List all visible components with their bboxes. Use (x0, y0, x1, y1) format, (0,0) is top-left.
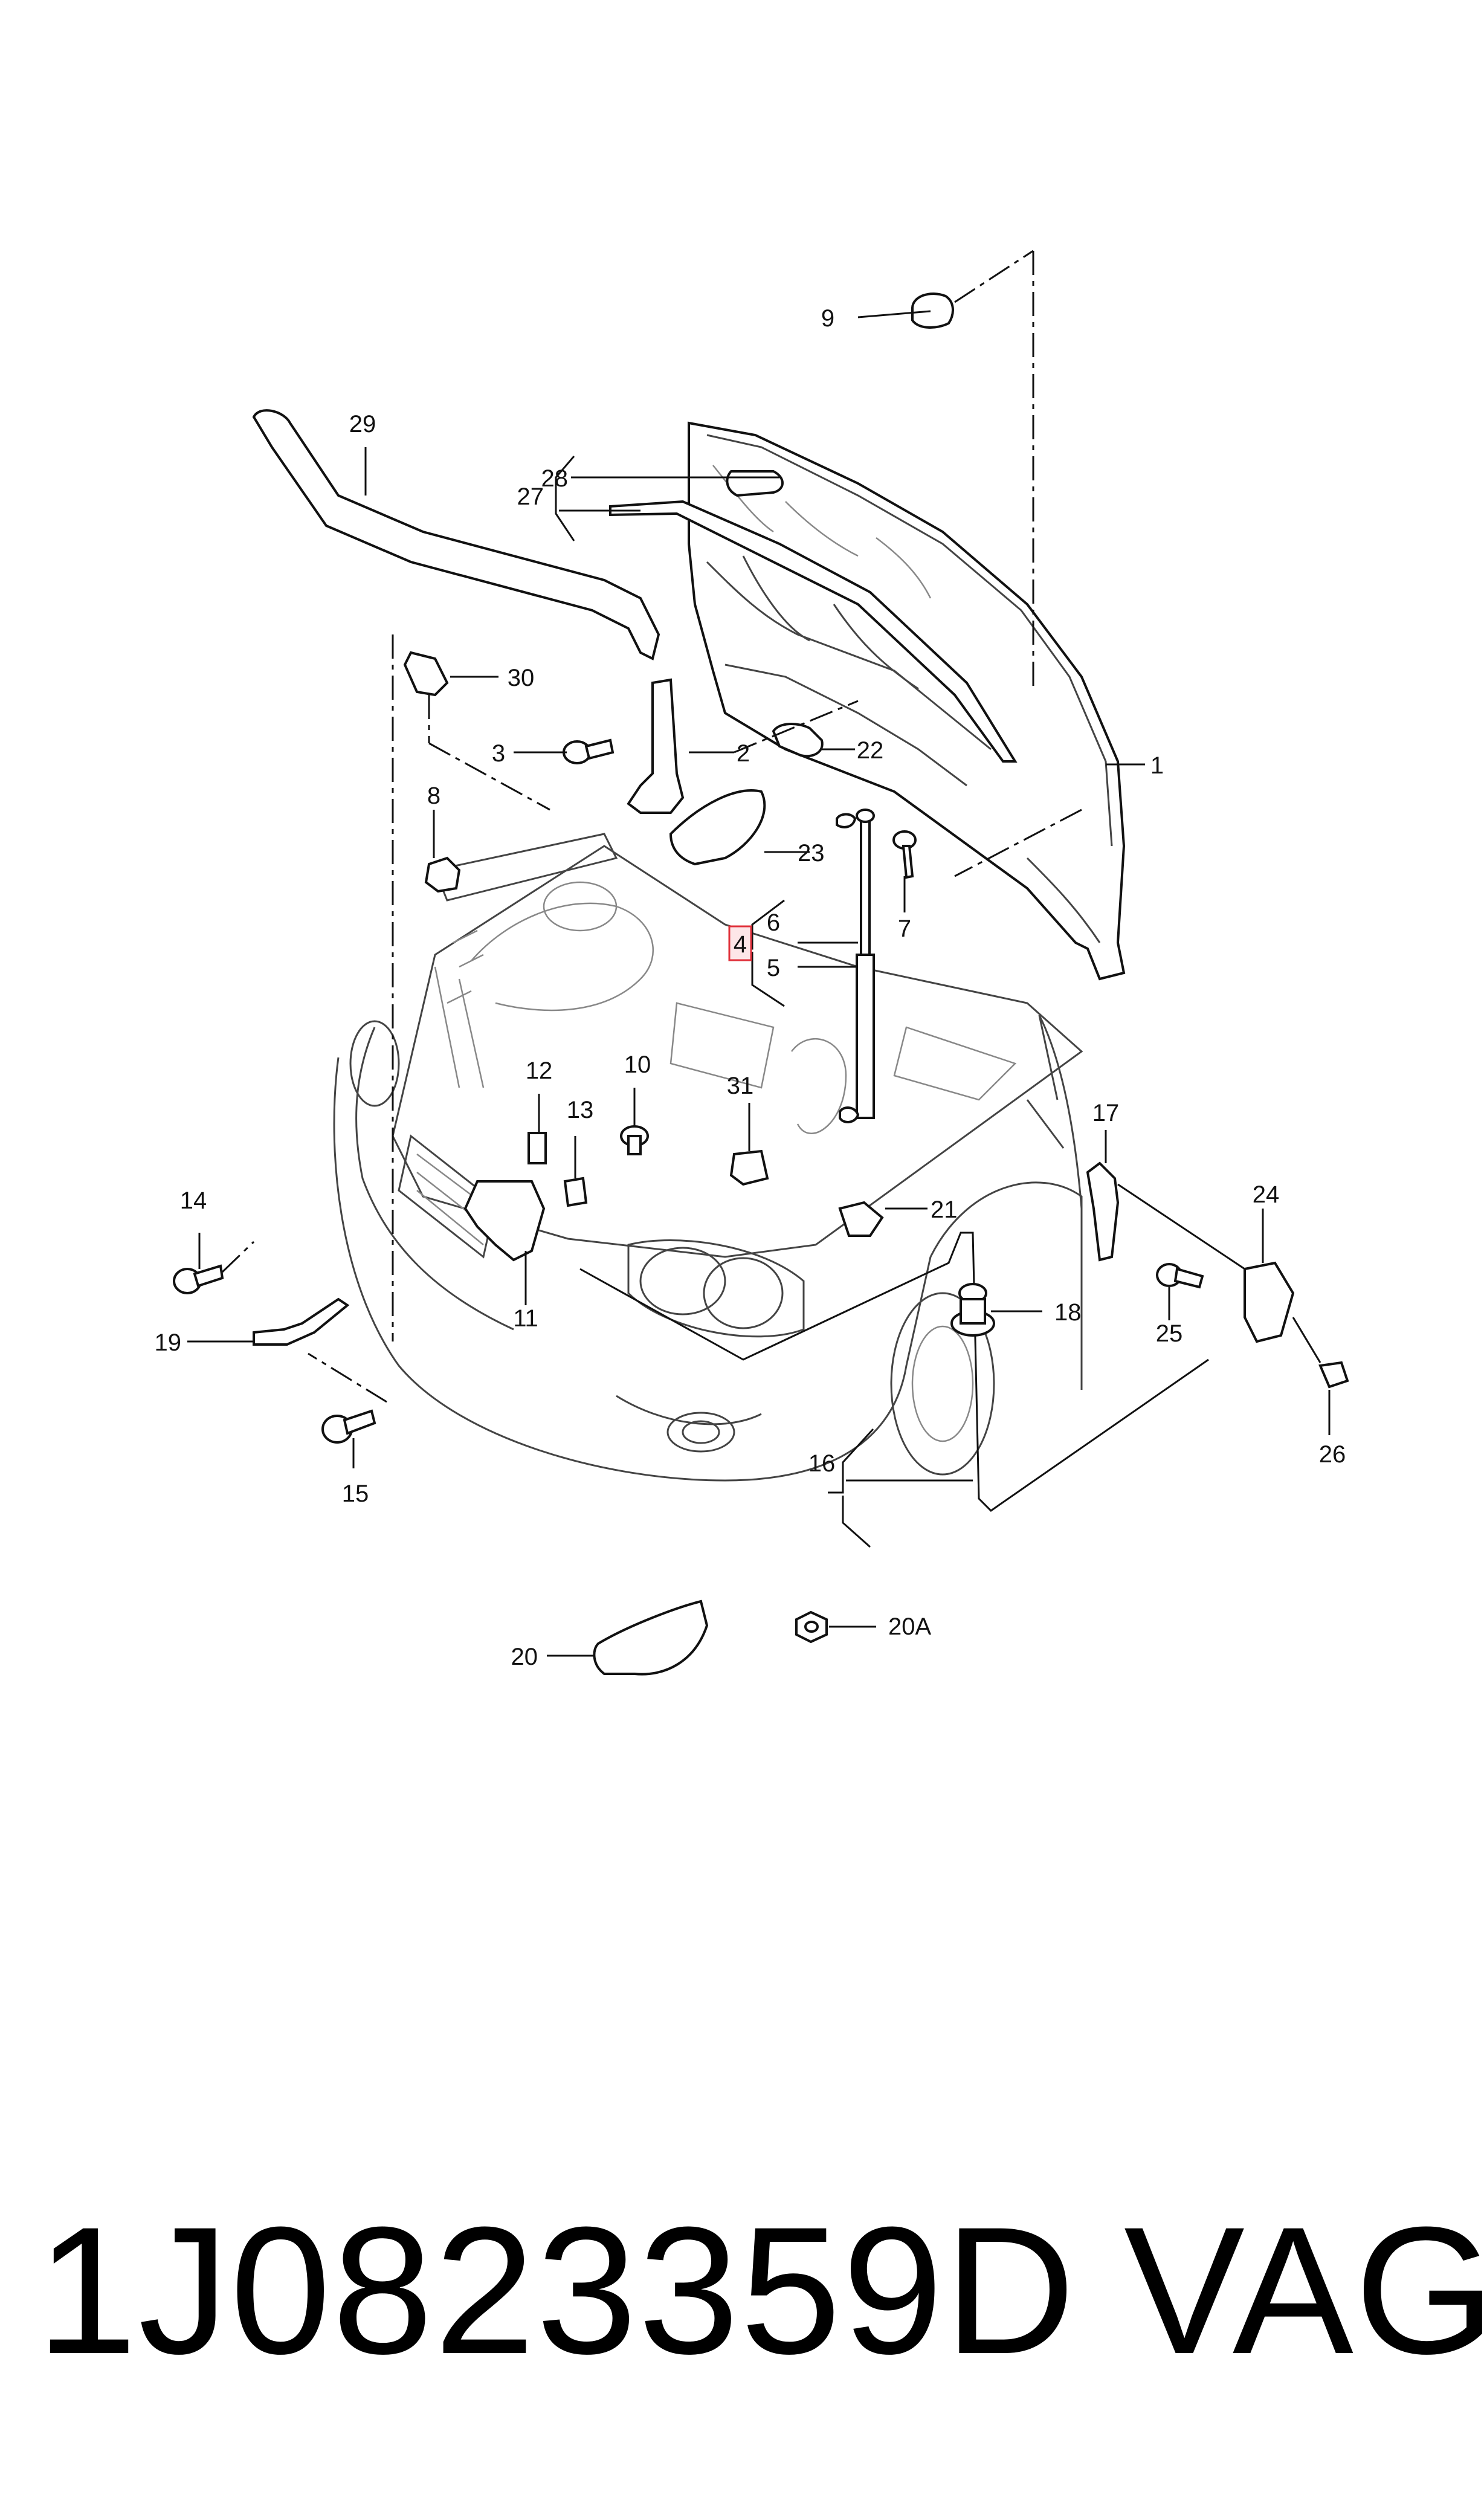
callout-24: 24 (1253, 1181, 1280, 1208)
clip-nut-26 (1318, 1361, 1349, 1389)
clip-13 (563, 1177, 588, 1207)
callout-14: 14 (180, 1187, 207, 1214)
clip-21 (838, 1201, 884, 1237)
seal-29 (252, 409, 660, 660)
callout-20: 20 (511, 1644, 538, 1670)
callout-15: 15 (342, 1480, 369, 1507)
callout-22: 22 (857, 737, 884, 764)
callout-2: 2 (737, 740, 750, 767)
callout-23: 23 (798, 840, 825, 867)
callout-16: 16 (808, 1450, 836, 1477)
plug-10 (620, 1125, 649, 1155)
bracket-17 (1086, 1161, 1120, 1262)
callout-28: 28 (541, 465, 569, 492)
callout-1: 1 (1150, 752, 1164, 779)
hinge-2 (627, 678, 685, 814)
callout-12: 12 (526, 1057, 553, 1084)
callout-4-highlight: 4 (728, 925, 752, 961)
gas-strut-4 (836, 809, 875, 1123)
callout-30: 30 (508, 665, 535, 691)
car-body-illustration (333, 833, 1083, 1482)
grommet-18 (950, 1283, 995, 1337)
callout-20A: 20A (888, 1613, 931, 1640)
hood-part (688, 421, 1126, 981)
shield-20 (593, 1600, 709, 1676)
brand-text: VAG (1124, 2189, 1484, 2392)
release-handle-19 (253, 1297, 350, 1346)
lock-11 (463, 1180, 546, 1262)
callout-31: 31 (727, 1073, 754, 1099)
buffer-22 (772, 723, 824, 758)
clip-28 (726, 470, 784, 497)
callout-21: 21 (931, 1196, 958, 1223)
bracket-24 (1244, 1261, 1295, 1343)
callout-13: 13 (567, 1097, 594, 1123)
callout-8: 8 (427, 783, 440, 809)
shield-23 (669, 789, 766, 866)
callout-10: 10 (624, 1051, 651, 1078)
clip-12 (527, 1132, 547, 1164)
leader-lines (187, 250, 1331, 1657)
callout-3: 3 (492, 740, 505, 767)
callout-11: 11 (513, 1305, 538, 1332)
callout-5: 5 (767, 955, 780, 981)
callout-9: 9 (821, 305, 834, 332)
callout-7: 7 (898, 915, 911, 942)
callout-27: 27 (517, 483, 544, 510)
callout-6: 6 (767, 909, 780, 936)
callout-4: 4 (734, 931, 747, 958)
bolt-15 (321, 1409, 376, 1444)
release-cable-16 (579, 1232, 1209, 1512)
bolt-3 (563, 738, 615, 764)
nut-20A (795, 1610, 828, 1644)
bolt-14 (173, 1264, 224, 1294)
bolt-25 (1156, 1263, 1204, 1289)
callout-19: 19 (155, 1329, 182, 1356)
callout-17: 17 (1092, 1100, 1120, 1126)
part-number-text: 1J0823359D (36, 2189, 1077, 2392)
callout-labels: 9 1 28 27 29 30 3 2 22 8 23 6 4 5 7 12 1… (155, 305, 1346, 1670)
callout-18: 18 (1054, 1299, 1082, 1326)
callout-25: 25 (1156, 1320, 1183, 1347)
callout-29: 29 (349, 411, 376, 437)
ball-stud-7 (892, 830, 917, 879)
callout-26: 26 (1319, 1441, 1346, 1468)
seal-strip-28 (609, 500, 1018, 763)
clip-30 (403, 651, 449, 697)
bracket-31 (729, 1149, 769, 1186)
bump-stop-9 (911, 292, 954, 329)
clip-8 (424, 856, 461, 893)
